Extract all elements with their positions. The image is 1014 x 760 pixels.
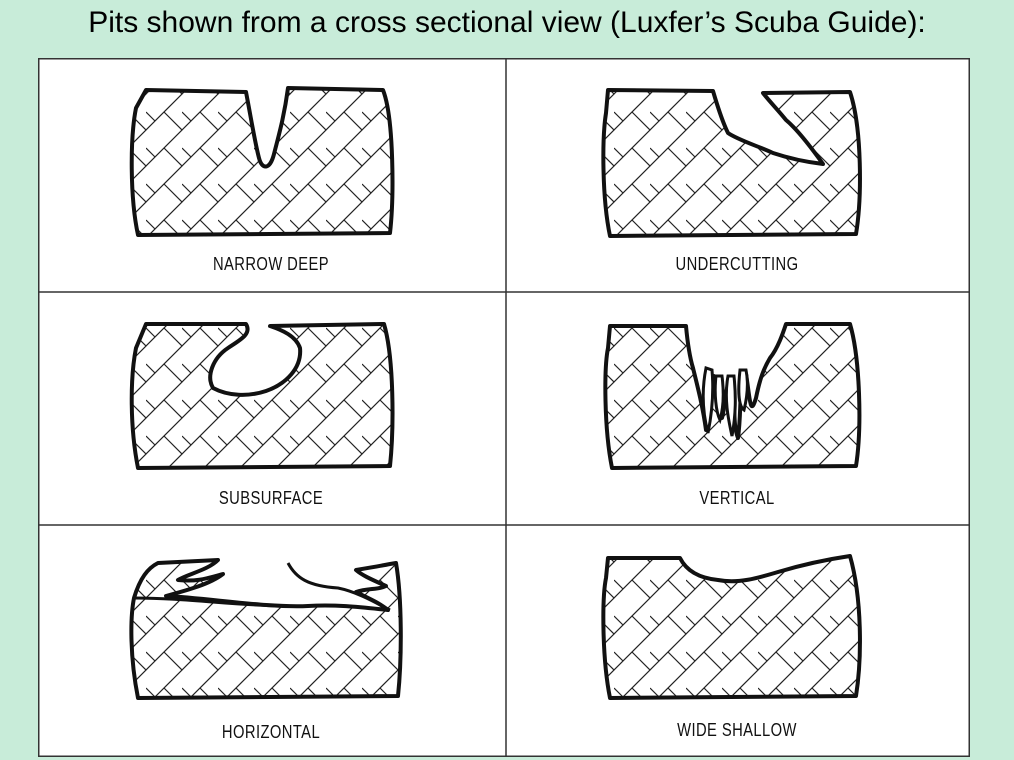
pit-diagram-figure: NARROW DEEP UNDERCUTTING SUBSURFACE VERT… [38, 58, 970, 757]
pit-diagram-svg [38, 58, 970, 757]
grid-frame [38, 58, 970, 757]
panel-label-undercutting: UNDERCUTTING [675, 254, 799, 274]
wide-shallow-cross-section [601, 554, 862, 700]
panel-label-horizontal: HORIZONTAL [221, 722, 321, 742]
undercutting-cross-section [601, 88, 862, 238]
narrow-deep-cross-section [129, 86, 395, 237]
panel-label-vertical: VERTICAL [699, 488, 775, 508]
vertical-pit-fingers [701, 366, 749, 437]
panel-label-narrow-deep: NARROW DEEP [212, 254, 330, 274]
horizontal-cross-section [129, 558, 403, 700]
panel-label-subsurface: SUBSURFACE [218, 488, 324, 508]
subsurface-cross-section [129, 322, 395, 470]
horizontal-pit-channels [133, 562, 391, 612]
slide-title: Pits shown from a cross sectional view (… [88, 6, 926, 39]
panel-label-wide-shallow: WIDE SHALLOW [677, 720, 797, 740]
